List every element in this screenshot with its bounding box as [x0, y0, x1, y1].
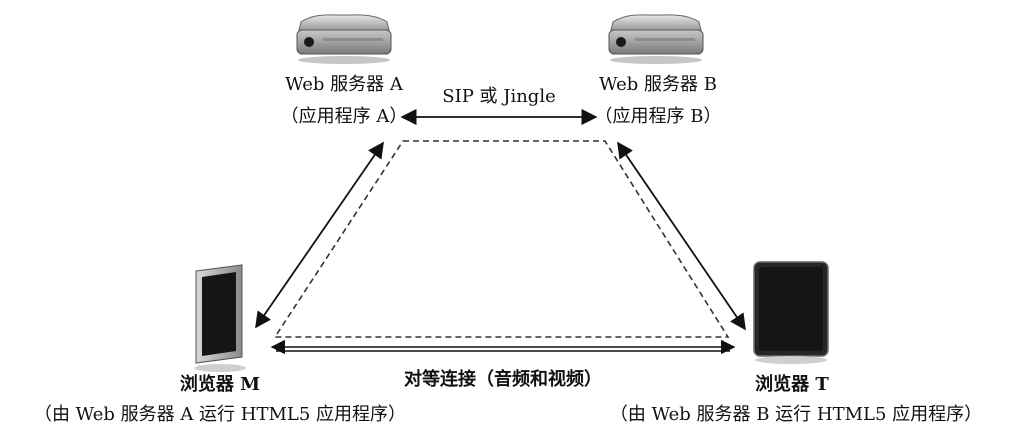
media-path-dashed-trapezoid — [273, 140, 730, 338]
browser-m-to-server-a-arrow — [255, 141, 384, 329]
browser-t-title: 浏览器 T — [755, 374, 829, 395]
server-icon — [608, 14, 704, 64]
browser-t-subtitle: （由 Web 服务器 B 运行 HTML5 应用程序） — [609, 404, 983, 425]
signaling-label: SIP 或 Jingle — [442, 86, 556, 107]
server-icon — [296, 14, 392, 64]
tablet-device-icon — [753, 261, 829, 364]
tablet-device-icon — [194, 264, 246, 372]
server-b-title: Web 服务器 B — [599, 74, 717, 95]
browser-m-subtitle: （由 Web 服务器 A 运行 HTML5 应用程序） — [33, 404, 407, 425]
browser-t-to-server-b-arrow — [617, 141, 746, 331]
peer-connection-label: 对等连接（音频和视频） — [404, 369, 602, 390]
server-a-title: Web 服务器 A — [285, 74, 403, 95]
server-b-subtitle: （应用程序 B） — [594, 106, 722, 127]
browser-m-title: 浏览器 M — [179, 374, 261, 395]
server-a-subtitle: （应用程序 A） — [280, 106, 408, 127]
